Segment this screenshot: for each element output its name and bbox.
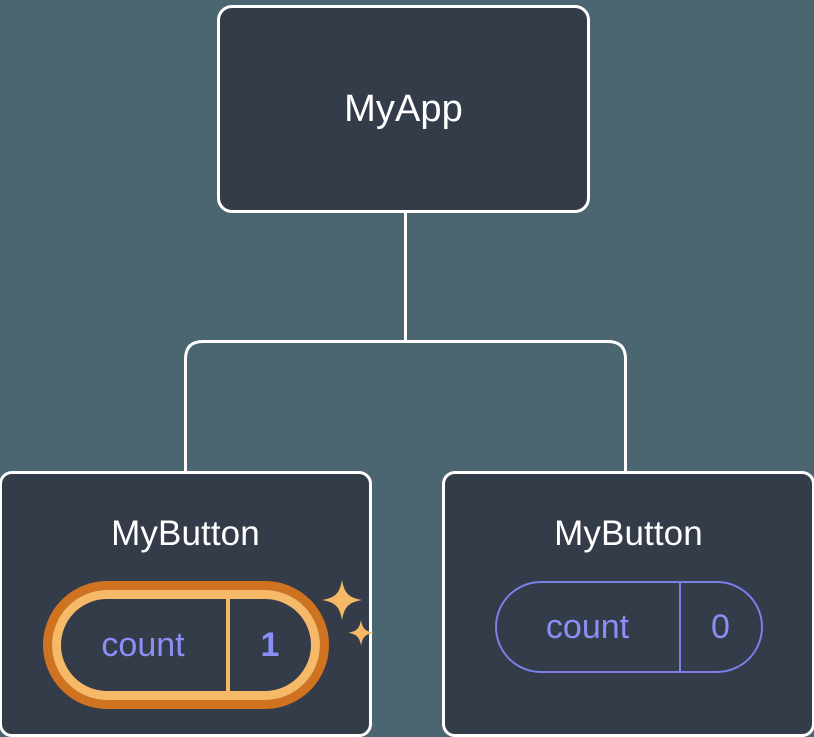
state-pill-wrapper: count 0 xyxy=(494,581,763,673)
node-title: MyButton xyxy=(111,514,260,553)
connector-child-bus xyxy=(184,340,627,471)
node-title: MyApp xyxy=(344,88,463,130)
state-value-cell: 1 xyxy=(225,599,311,691)
state-key-cell: count xyxy=(61,599,226,691)
node-myapp[interactable]: MyApp xyxy=(217,5,590,213)
node-title: MyButton xyxy=(554,514,703,553)
state-value-label: 0 xyxy=(711,608,730,646)
sparkle-large-icon xyxy=(321,580,362,620)
state-key-label: count xyxy=(545,608,630,646)
state-key-label: count xyxy=(101,626,185,664)
node-mybutton-right[interactable]: MyButton count 0 xyxy=(442,471,814,737)
state-pill-inner-ring: count 1 xyxy=(51,590,320,700)
state-pill[interactable]: count 0 xyxy=(494,581,763,673)
state-key-cell: count xyxy=(497,583,679,671)
state-value-label: 1 xyxy=(260,626,280,664)
state-pill-wrapper: count 1 xyxy=(42,580,374,709)
state-value-cell: 0 xyxy=(678,583,761,671)
node-mybutton-left[interactable]: MyButton count 1 xyxy=(0,471,374,737)
sparkle-small-icon xyxy=(347,620,374,646)
state-pill-highlighted[interactable]: count 1 xyxy=(42,581,329,709)
